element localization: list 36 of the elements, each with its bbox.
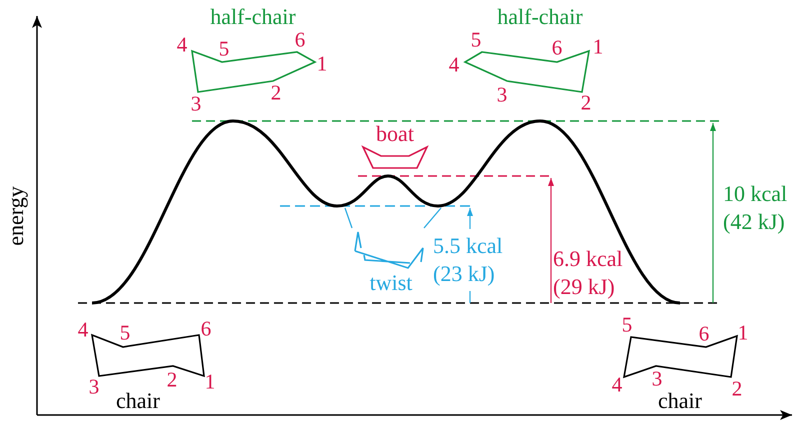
atom-number: 3 <box>190 94 202 114</box>
atom-number: 6 <box>294 30 306 50</box>
atom-number: 3 <box>88 376 100 398</box>
atom-number: 3 <box>496 84 508 106</box>
energy-value-label: 6.9 kcal (29 kJ) <box>553 245 624 301</box>
atom-number: 1 <box>738 322 748 344</box>
atom-number: 2 <box>732 378 742 400</box>
atom-number: 1 <box>316 54 328 74</box>
atom-number: 1 <box>592 36 604 58</box>
atom-number: 3 <box>652 368 662 390</box>
conformation-label: twist <box>370 272 412 294</box>
atom-number: 2 <box>166 370 178 390</box>
atom-number: 1 <box>204 372 216 392</box>
leader-line <box>424 208 442 228</box>
atom-number: 4 <box>78 320 88 340</box>
energy-value-label: 5.5 kcal (23 kJ) <box>433 232 504 288</box>
conformation-label: chair <box>116 390 160 412</box>
conformation-label: half-chair <box>497 6 583 28</box>
atom-number: 2 <box>270 82 282 104</box>
atom-number: 4 <box>612 374 622 396</box>
atom-number: 4 <box>448 54 460 76</box>
energy-value-label: 10 kcal (42 kJ) <box>723 180 788 236</box>
axis-title: energy <box>5 186 27 246</box>
atom-number: 6 <box>552 38 562 58</box>
atom-number: 2 <box>580 92 592 114</box>
conformation-label: boat <box>376 123 414 145</box>
atom-number: 5 <box>218 38 230 60</box>
atom-number: 6 <box>200 318 212 340</box>
atom-number: 4 <box>176 34 188 56</box>
conformation-label: chair <box>658 390 702 412</box>
atom-number: 6 <box>698 324 710 344</box>
leader-line <box>344 208 353 228</box>
atom-number: 5 <box>622 314 632 336</box>
atom-number: 5 <box>470 30 482 50</box>
conformation-label: half-chair <box>210 6 296 28</box>
atom-number: 5 <box>120 322 130 344</box>
